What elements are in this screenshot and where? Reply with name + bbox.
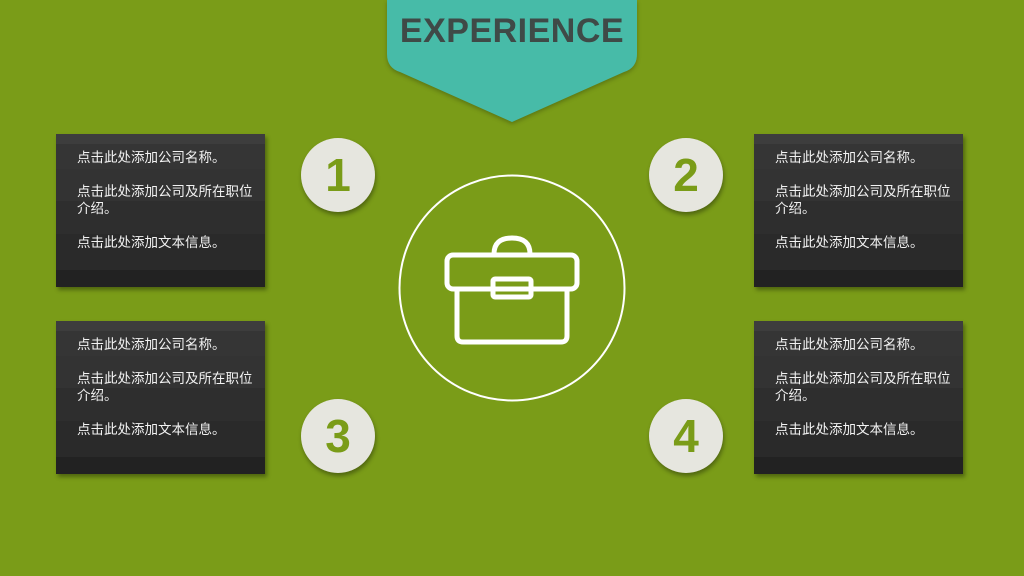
experience-card-3: 点击此处添加公司名称。 点击此处添加公司及所在职位介绍。 点击此处添加文本信息。 <box>56 321 265 474</box>
emblem-ring <box>398 174 626 402</box>
details-text[interactable]: 点击此处添加文本信息。 <box>775 422 924 438</box>
details-text[interactable]: 点击此处添加文本信息。 <box>775 235 924 251</box>
position-description[interactable]: 点击此处添加公司及所在职位介绍。 <box>77 371 253 404</box>
details-text[interactable]: 点击此处添加文本信息。 <box>77 235 226 251</box>
company-name[interactable]: 点击此处添加公司名称。 <box>775 337 924 353</box>
details-text[interactable]: 点击此处添加文本信息。 <box>77 422 226 438</box>
number-badge-2: 2 <box>649 138 723 212</box>
center-emblem <box>398 174 626 402</box>
header-banner: EXPERIENCE <box>386 0 638 124</box>
number-badge-4: 4 <box>649 399 723 473</box>
position-description[interactable]: 点击此处添加公司及所在职位介绍。 <box>775 371 951 404</box>
company-name[interactable]: 点击此处添加公司名称。 <box>775 150 924 166</box>
page-title: EXPERIENCE <box>399 12 625 50</box>
number-badge-1: 1 <box>301 138 375 212</box>
briefcase-icon <box>444 235 580 345</box>
position-description[interactable]: 点击此处添加公司及所在职位介绍。 <box>775 184 951 217</box>
banner-shape <box>387 0 637 122</box>
experience-card-1: 点击此处添加公司名称。 点击此处添加公司及所在职位介绍。 点击此处添加文本信息。 <box>56 134 265 287</box>
number-badge-3: 3 <box>301 399 375 473</box>
experience-card-4: 点击此处添加公司名称。 点击此处添加公司及所在职位介绍。 点击此处添加文本信息。 <box>754 321 963 474</box>
position-description[interactable]: 点击此处添加公司及所在职位介绍。 <box>77 184 253 217</box>
experience-card-2: 点击此处添加公司名称。 点击此处添加公司及所在职位介绍。 点击此处添加文本信息。 <box>754 134 963 287</box>
company-name[interactable]: 点击此处添加公司名称。 <box>77 337 226 353</box>
company-name[interactable]: 点击此处添加公司名称。 <box>77 150 226 166</box>
